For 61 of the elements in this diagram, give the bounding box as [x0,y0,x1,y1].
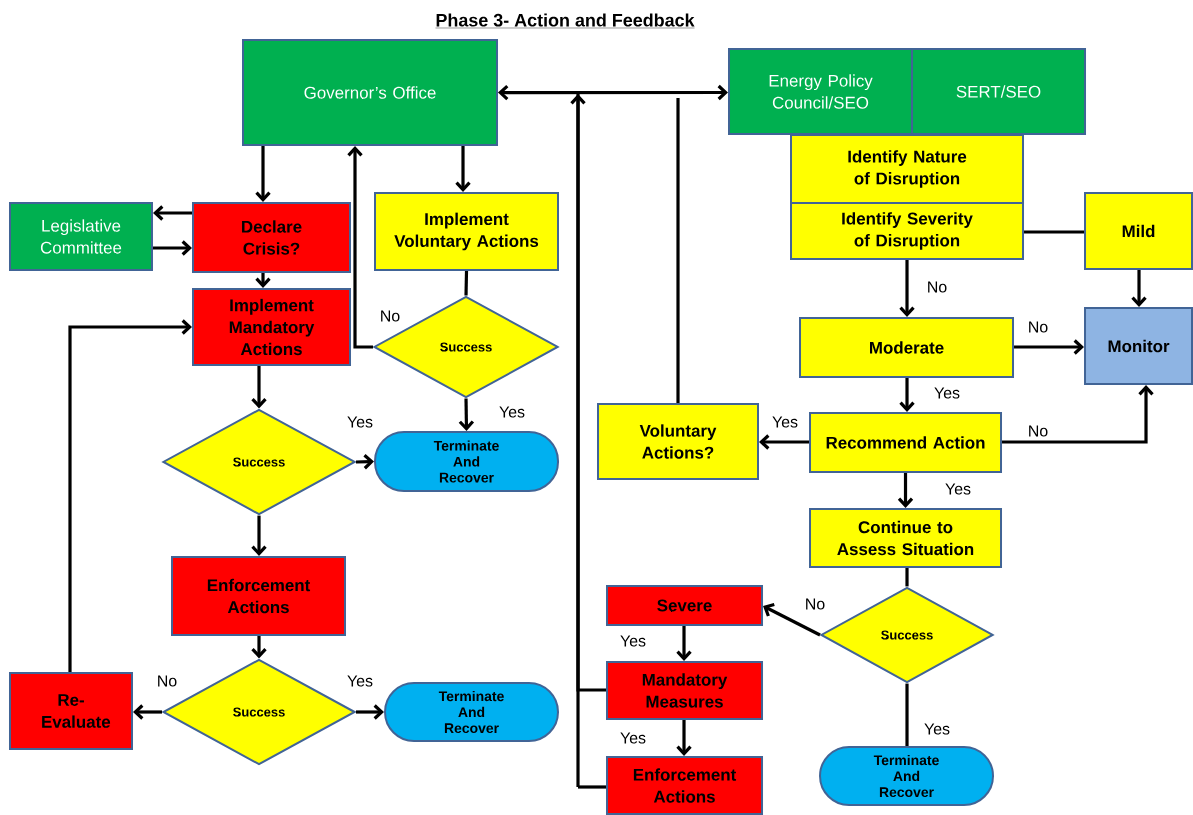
edge-label: Yes [945,483,971,495]
process-box: Implement Voluntary Actions [374,192,559,271]
process-box: Monitor [1084,307,1193,385]
process-box: SERT/SEO [911,48,1086,135]
edge-label: No [158,675,177,687]
arrow [1002,385,1154,444]
title: Phase 3- Action and Feedback [435,13,695,29]
terminal-box: Terminate And Recover [374,431,559,492]
process-box: Governor’s Office [242,39,498,146]
arrow [1131,270,1147,307]
process-box: Moderate [799,317,1014,378]
process-box: Declare Crisis? [192,202,351,273]
arrow [458,398,475,431]
arrow [763,602,821,637]
arrow [251,636,267,659]
arrow [570,94,586,787]
arrow [899,378,915,412]
process-box: Enforcement Actions [171,556,346,636]
process-box: Mandatory Measures [606,661,763,720]
terminal-box: Terminate And Recover [819,746,994,806]
terminal-box: Terminate And Recover [384,682,559,742]
arrow [1014,339,1084,355]
process-box: Severe [606,585,763,626]
edge-label: No [1029,321,1048,333]
edge-label: Yes [934,387,960,399]
edge-label: Yes [772,416,798,428]
process-box: Energy Policy Council/SEO [728,48,913,135]
process-box: Legislative Committee [9,202,153,271]
edge-label: No [928,281,947,293]
arrow [897,473,914,508]
arrow [153,240,192,256]
arrow [676,720,692,756]
edge-label: No [1029,425,1048,437]
process-box: Mild [1084,192,1193,270]
arrow [497,84,728,101]
process-box: Identify Nature of Disruption [790,134,1024,204]
edge-label: Yes [620,732,646,744]
process-box: Recommend Action [809,412,1002,473]
arrow [676,626,692,661]
arrow [251,515,267,556]
arrow [68,319,192,672]
arrow [347,146,373,349]
arrow [455,146,471,192]
edge-label: No [381,310,400,322]
arrow [759,434,809,450]
edge-label: Yes [924,723,950,735]
arrow [356,704,384,720]
process-box: Identify Severity of Disruption [790,202,1024,260]
arrow [133,704,162,720]
process-box: Enforcement Actions [606,756,763,815]
arrow [899,260,915,317]
process-box: Implement Mandatory Actions [192,288,351,366]
arrow [355,454,374,470]
process-box: Continue to Assess Situation [809,508,1002,568]
arrow [251,366,267,409]
arrow [255,146,271,202]
process-box: Voluntary Actions? [597,403,759,480]
arrow [153,205,192,221]
edge-label: Yes [620,635,646,647]
process-box: Re-Evaluate [9,672,133,750]
edge-label: Yes [499,406,525,418]
